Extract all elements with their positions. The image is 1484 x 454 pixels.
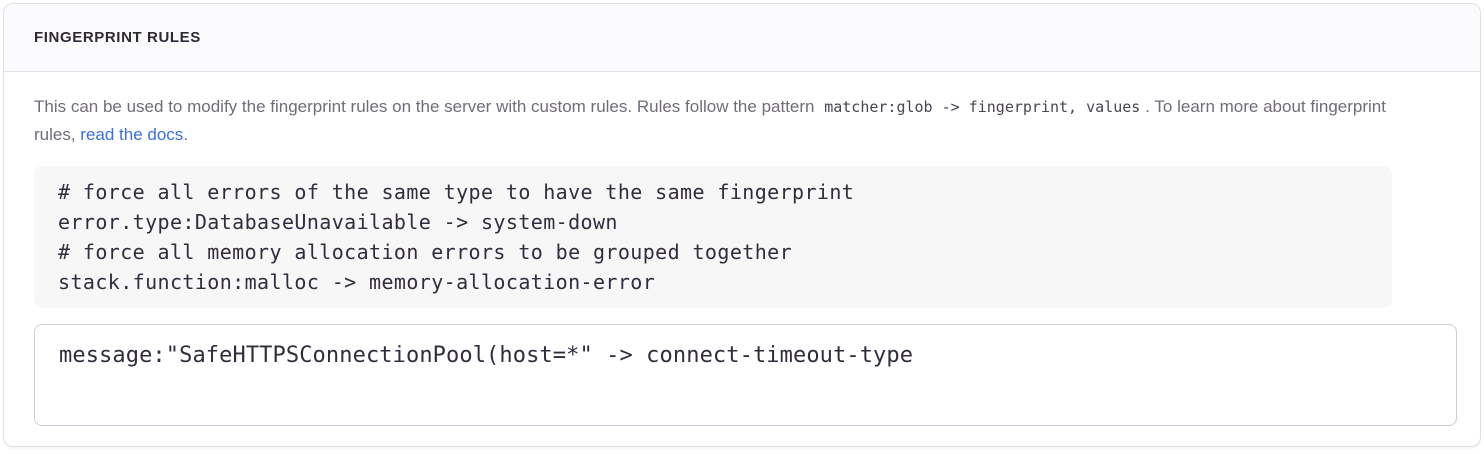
code-example-block: # force all errors of the same type to h… [34, 166, 1392, 308]
panel-title: FINGERPRINT RULES [34, 29, 201, 46]
description-period: . [183, 125, 189, 144]
description-text-after: . To learn more about fingerprint rules, [34, 97, 1386, 144]
description: This can be used to modify the fingerpri… [34, 93, 1394, 149]
fingerprint-rules-panel: FINGERPRINT RULES This can be used to mo… [3, 3, 1481, 447]
description-text-before: This can be used to modify the fingerpri… [34, 97, 820, 116]
panel-header: FINGERPRINT RULES [4, 4, 1480, 72]
fingerprint-rules-input[interactable]: message:"SafeHTTPSConnectionPool(host=*"… [34, 324, 1457, 426]
pattern-inline-code: matcher:glob -> fingerprint, values [824, 98, 1141, 116]
panel-body: This can be used to modify the fingerpri… [4, 72, 1480, 446]
read-the-docs-link[interactable]: read the docs [80, 125, 184, 144]
